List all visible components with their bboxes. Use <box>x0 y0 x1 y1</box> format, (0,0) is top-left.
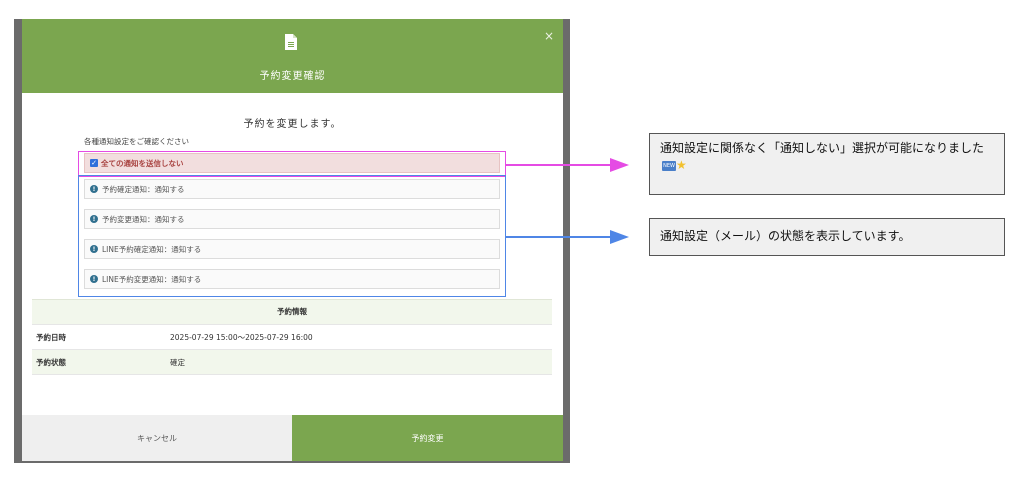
notification-row-label: 予約変更通知：通知する <box>102 214 185 224</box>
info-circle-icon: ! <box>90 245 98 253</box>
checked-checkbox-icon[interactable]: ✓ <box>90 158 98 167</box>
notification-row: ! LINE予約確定通知：通知する <box>84 239 500 259</box>
close-icon[interactable]: × <box>544 29 555 43</box>
modal-footer: キャンセル 予約変更 <box>22 415 563 461</box>
reservation-change-modal: 予約変更確認 × 予約を変更します。 各種通知設定をご確認ください ✓ 全ての通… <box>22 19 563 461</box>
notification-row: ! 予約変更通知：通知する <box>84 209 500 229</box>
table-row: 予約日時 2025-07-29 15:00〜2025-07-29 16:00 <box>32 324 552 349</box>
table-header: 予約情報 <box>32 299 552 324</box>
callout-email-status: 通知設定（メール）の状態を表示しています。 <box>649 218 1005 256</box>
table-key: 予約状態 <box>36 357 66 367</box>
highlight-box-magenta <box>78 151 506 177</box>
intro-text: 予約を変更します。 <box>243 119 342 130</box>
table-row: 予約状態 確定 <box>32 349 552 374</box>
cancel-button[interactable]: キャンセル <box>22 415 292 461</box>
star-icon: ★ <box>676 158 687 172</box>
info-circle-icon: ! <box>90 275 98 283</box>
table-key: 予約日時 <box>36 332 66 342</box>
notification-row: ! 予約確定通知：通知する <box>84 179 500 199</box>
info-circle-icon: ! <box>90 215 98 223</box>
reservation-info-table: 予約情報 予約日時 2025-07-29 15:00〜2025-07-29 16… <box>32 299 552 375</box>
callout-text: 通知設定に関係なく「通知しない」選択が可能になりました <box>660 141 985 155</box>
notification-row-label: LINE予約変更通知：通知する <box>102 274 202 284</box>
new-badge-icon: NEW <box>662 160 676 171</box>
callout-text: 通知設定（メール）の状態を表示しています。 <box>660 229 911 243</box>
modal-title: 予約変更確認 <box>259 71 326 82</box>
notification-row-label: LINE予約確定通知：通知する <box>102 244 202 254</box>
disable-all-notifications-checkbox[interactable]: ✓ 全ての通知を送信しない <box>84 153 500 173</box>
notification-row: ! LINE予約変更通知：通知する <box>84 269 500 289</box>
callout-new-feature: 通知設定に関係なく「通知しない」選択が可能になりました NEW★ <box>649 133 1005 195</box>
highlight-box-blue <box>78 175 506 297</box>
table-value: 確定 <box>170 357 185 367</box>
divider <box>32 374 552 375</box>
info-circle-icon: ! <box>90 185 98 193</box>
arrow-blue-icon <box>506 230 629 244</box>
table-value: 2025-07-29 15:00〜2025-07-29 16:00 <box>170 332 313 342</box>
notification-row-label: 予約確定通知：通知する <box>102 184 185 194</box>
arrow-magenta-icon <box>506 158 629 172</box>
modal-header: 予約変更確認 × <box>22 19 563 93</box>
change-reservation-button[interactable]: 予約変更 <box>292 415 563 461</box>
subintro-text: 各種通知設定をご確認ください <box>84 137 189 146</box>
disable-all-notifications-label: 全ての通知を送信しない <box>101 158 184 168</box>
document-icon <box>285 34 297 50</box>
